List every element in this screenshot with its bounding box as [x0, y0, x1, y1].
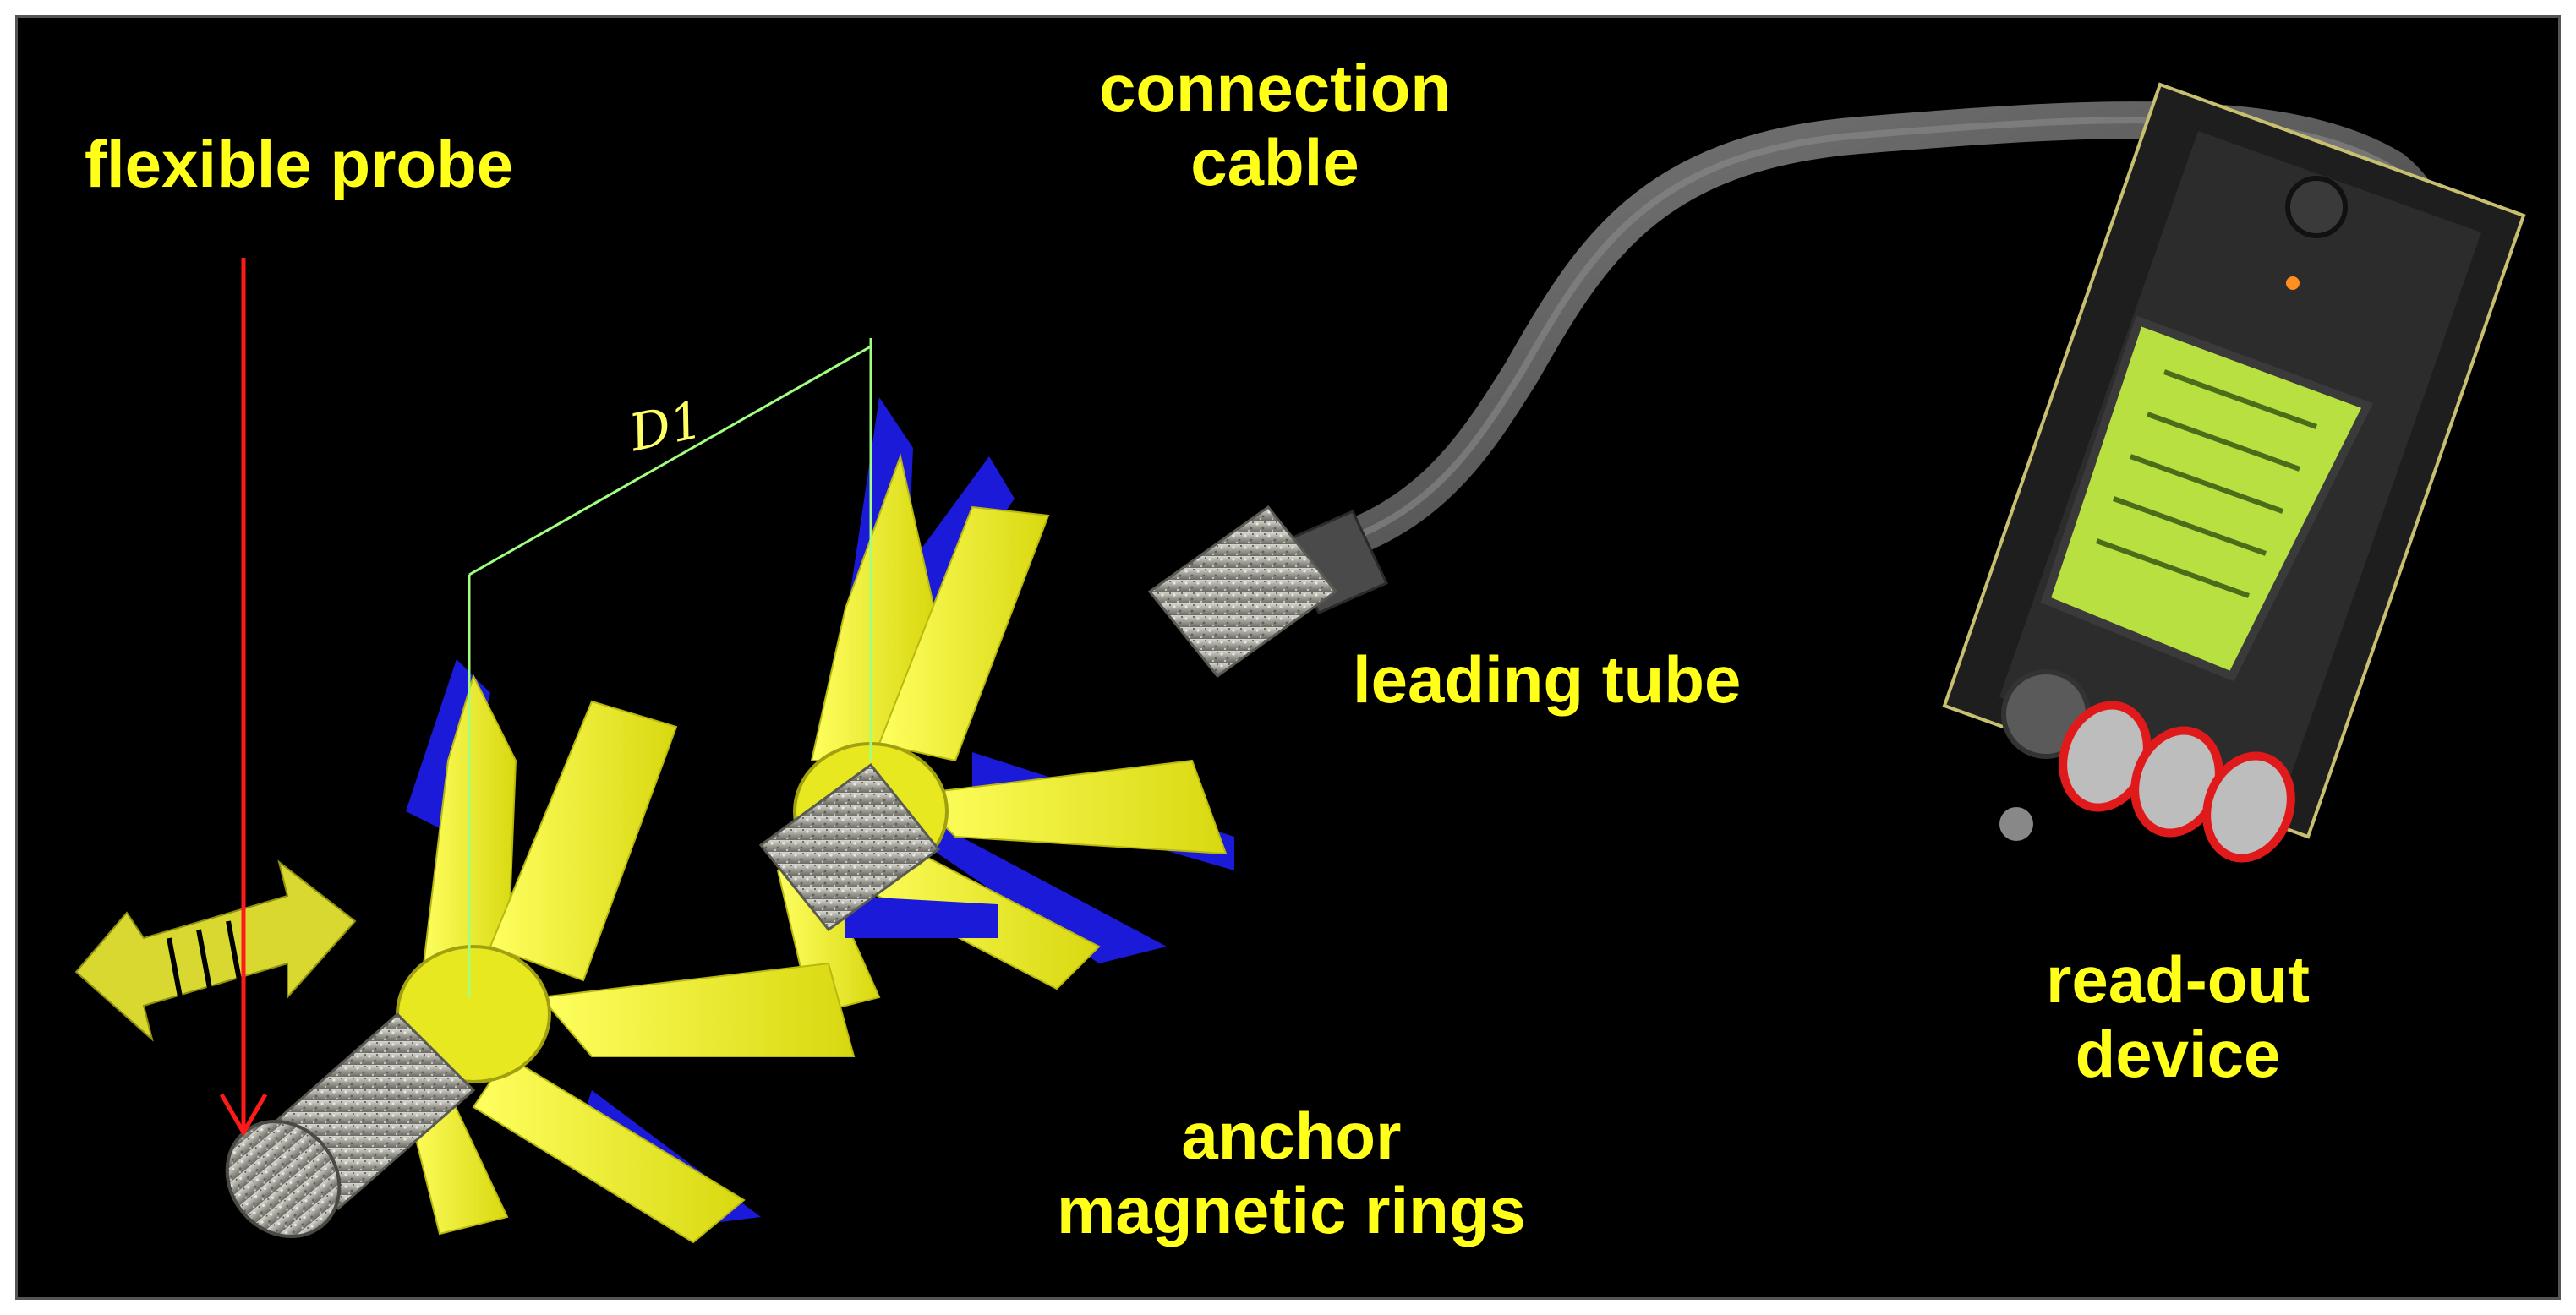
lcd-screen	[2040, 315, 2373, 682]
anchor-ring-2	[776, 453, 1228, 1016]
readout-device	[1942, 82, 2526, 863]
device-button-4	[2202, 751, 2295, 863]
label-readout-device: read-out device	[2046, 942, 2310, 1091]
middle-tube	[758, 762, 941, 932]
dimension-d1	[468, 338, 872, 997]
label-connection-cable: connection cable	[1099, 51, 1452, 199]
movement-arrow-icon	[74, 859, 357, 1042]
leading-tube	[1147, 505, 1338, 679]
label-flexible-probe: flexible probe	[85, 127, 514, 201]
anchor-ring-1	[404, 674, 856, 1244]
red-pointer-arrow	[219, 258, 268, 1137]
label-leading-tube: leading tube	[1353, 642, 1742, 717]
label-anchor-magnetic-rings: anchor magnetic rings	[1057, 1099, 1526, 1247]
